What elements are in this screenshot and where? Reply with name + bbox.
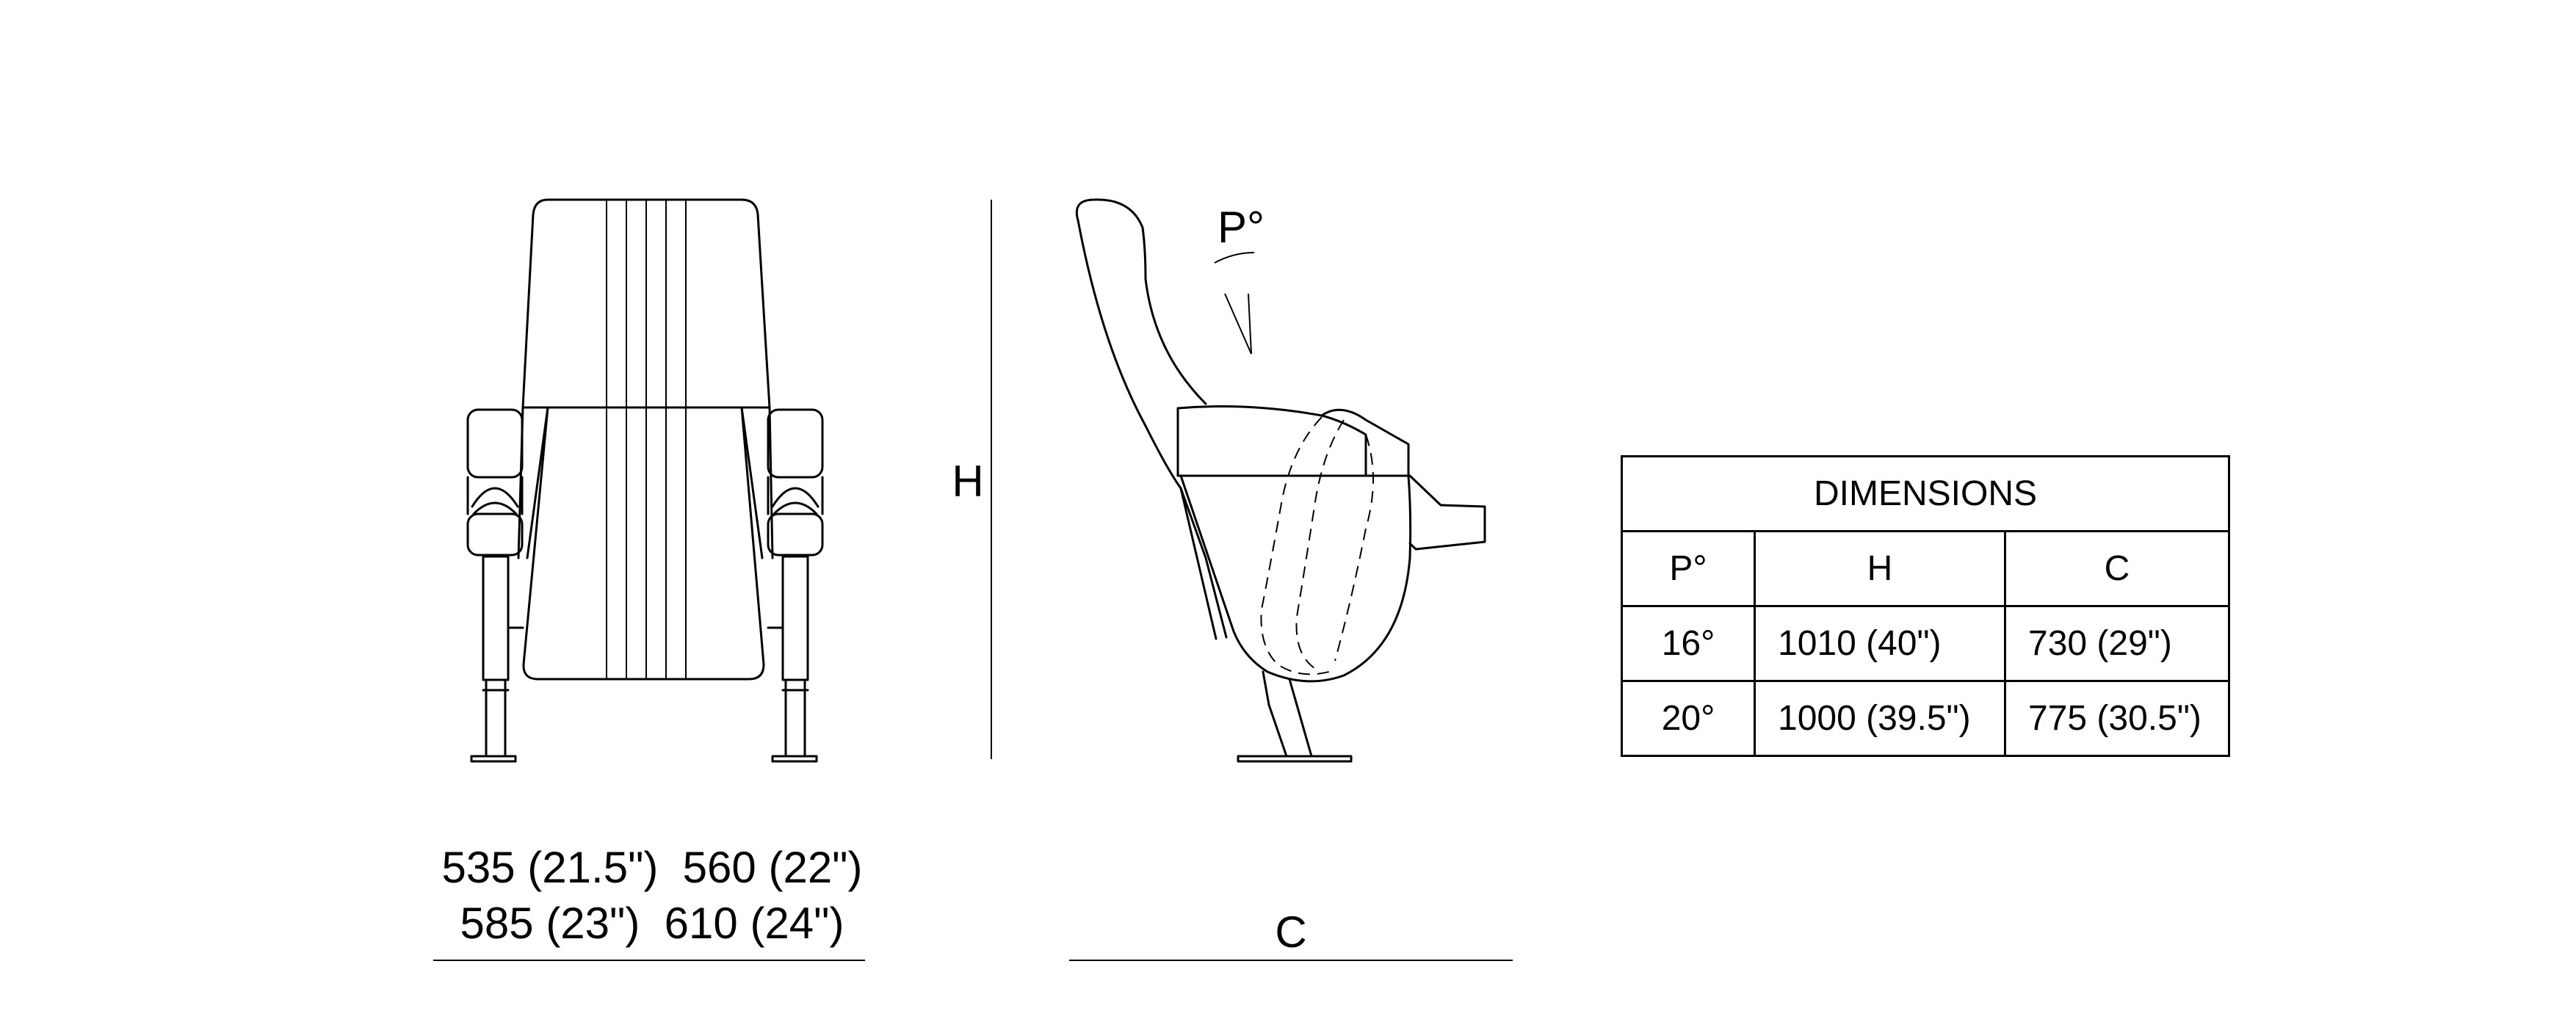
row1-height: 1010 (40") (1754, 605, 2006, 682)
dimensions-table-title: DIMENSIONS (1621, 455, 2230, 532)
angle-label: P° (1218, 203, 1265, 252)
header-angle: P° (1621, 530, 1756, 607)
row1-depth: 730 (29") (2004, 605, 2230, 682)
header-height: H (1754, 530, 2006, 607)
row2-angle: 20° (1621, 680, 1756, 757)
dimensions-table: DIMENSIONS P° H C 16° 1010 (40") 730 (29… (1621, 455, 2230, 757)
front-width-label-1: 535 (21.5") 560 (22") (442, 843, 863, 892)
table-row: 16° 1010 (40") 730 (29") (1621, 605, 2230, 682)
header-depth: C (2004, 530, 2230, 607)
side-view-seat (1075, 198, 1486, 763)
table-header-row: P° H C (1621, 530, 2230, 607)
row2-height: 1000 (39.5") (1754, 680, 2006, 757)
table-row: 20° 1000 (39.5") 775 (30.5") (1621, 680, 2230, 757)
front-view-seat (466, 198, 824, 763)
depth-label: C (1275, 907, 1306, 957)
angle-arc (1214, 252, 1255, 264)
height-label: H (952, 457, 983, 506)
front-width-label-2: 585 (23") 610 (24") (460, 899, 844, 948)
row2-depth: 775 (30.5") (2004, 680, 2230, 757)
row1-angle: 16° (1621, 605, 1756, 682)
